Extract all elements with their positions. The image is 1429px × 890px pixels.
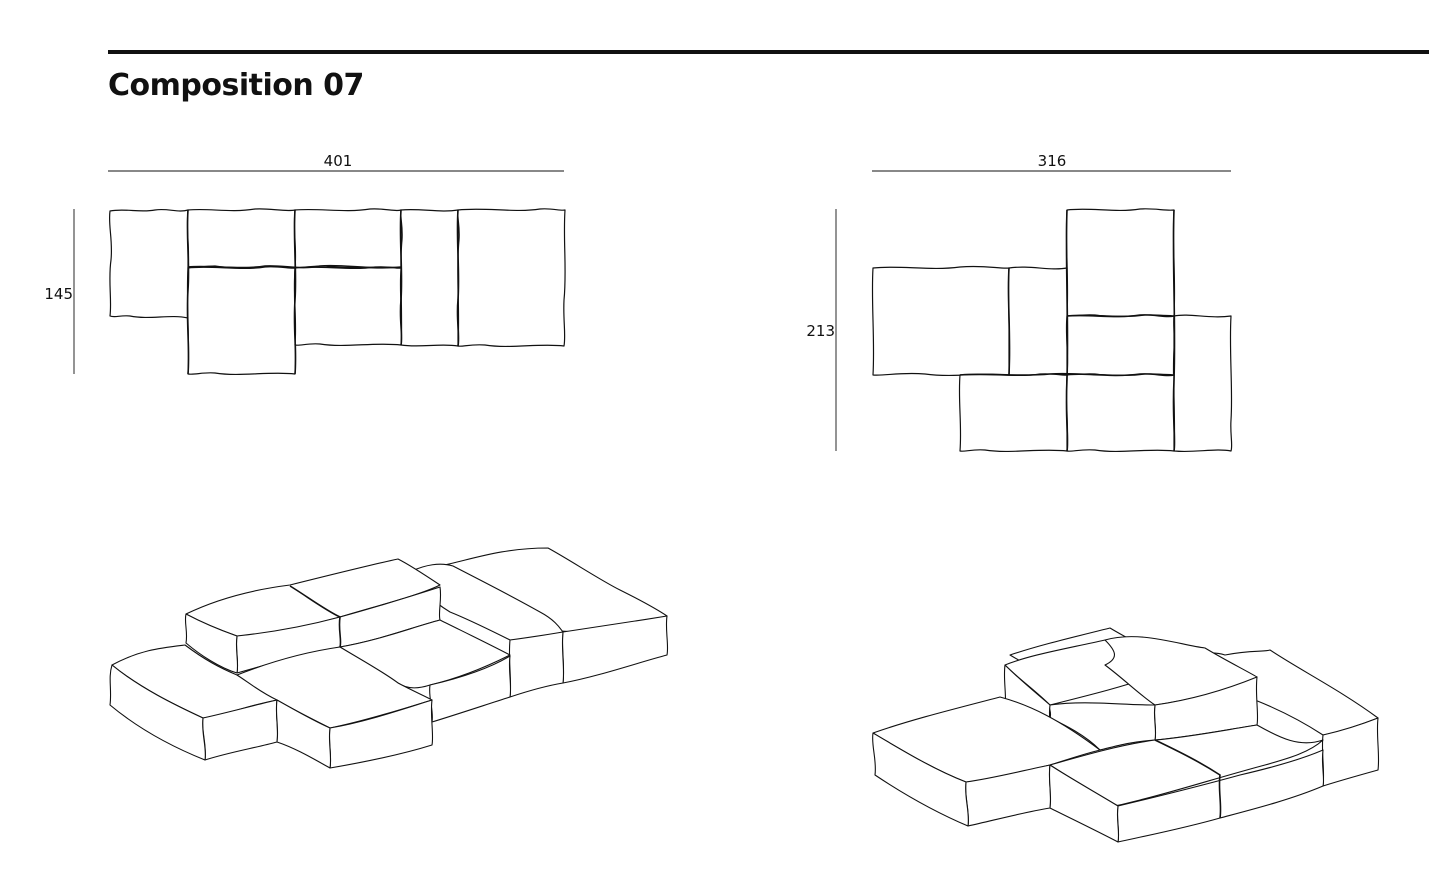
plan-left-seam bbox=[399, 209, 403, 346]
iso-left-seam bbox=[289, 585, 342, 648]
plan-right-width-label: 316 bbox=[1038, 152, 1067, 170]
plan-left-width-label: 401 bbox=[324, 152, 353, 170]
iso-left-block-front bbox=[429, 655, 512, 723]
plan-right-seam bbox=[1065, 209, 1069, 452]
iso-right-seam bbox=[1154, 739, 1222, 819]
plan-right-module bbox=[1007, 266, 1068, 377]
plan-right-seam bbox=[959, 372, 1175, 377]
plan-right-seam bbox=[1066, 314, 1175, 318]
plan-right-depth-label: 213 bbox=[806, 322, 835, 340]
plan-left-module bbox=[108, 208, 189, 319]
iso-right-block-side bbox=[872, 732, 969, 827]
plan-right-module bbox=[871, 265, 1010, 377]
plan-right-module bbox=[1065, 208, 1176, 317]
page-title: Composition 07 bbox=[108, 68, 364, 103]
iso-left-block-side bbox=[508, 631, 565, 698]
iso-left-block-side bbox=[184, 613, 239, 674]
plan-left-depth-label: 145 bbox=[44, 285, 73, 303]
plan-left-seam bbox=[456, 209, 460, 347]
plan-right-module bbox=[1065, 373, 1175, 452]
plan-right-module bbox=[958, 373, 1068, 453]
plan-right-module bbox=[1172, 314, 1233, 453]
plan-left: 401 145 bbox=[44, 152, 566, 376]
plan-left-module bbox=[400, 208, 459, 347]
plan-right-seam bbox=[1007, 267, 1011, 376]
plan-right-seam bbox=[1172, 209, 1176, 452]
iso-right bbox=[872, 627, 1380, 843]
plan-left-seam bbox=[293, 209, 297, 375]
plan-left-seam bbox=[186, 209, 190, 375]
iso-left-block-side bbox=[109, 664, 206, 761]
plan-left-module bbox=[457, 208, 566, 347]
plan-left-module bbox=[186, 208, 296, 269]
plan-right-module bbox=[1065, 314, 1175, 376]
plan-left-module bbox=[293, 266, 403, 347]
plan-right: 316 213 bbox=[806, 152, 1233, 453]
plan-left-module bbox=[293, 208, 402, 269]
iso-left bbox=[109, 547, 669, 769]
iso-right-block-side bbox=[1048, 764, 1120, 843]
top-rule bbox=[108, 50, 1429, 54]
iso-left-block-side bbox=[275, 699, 332, 769]
plan-left-module bbox=[186, 266, 297, 376]
